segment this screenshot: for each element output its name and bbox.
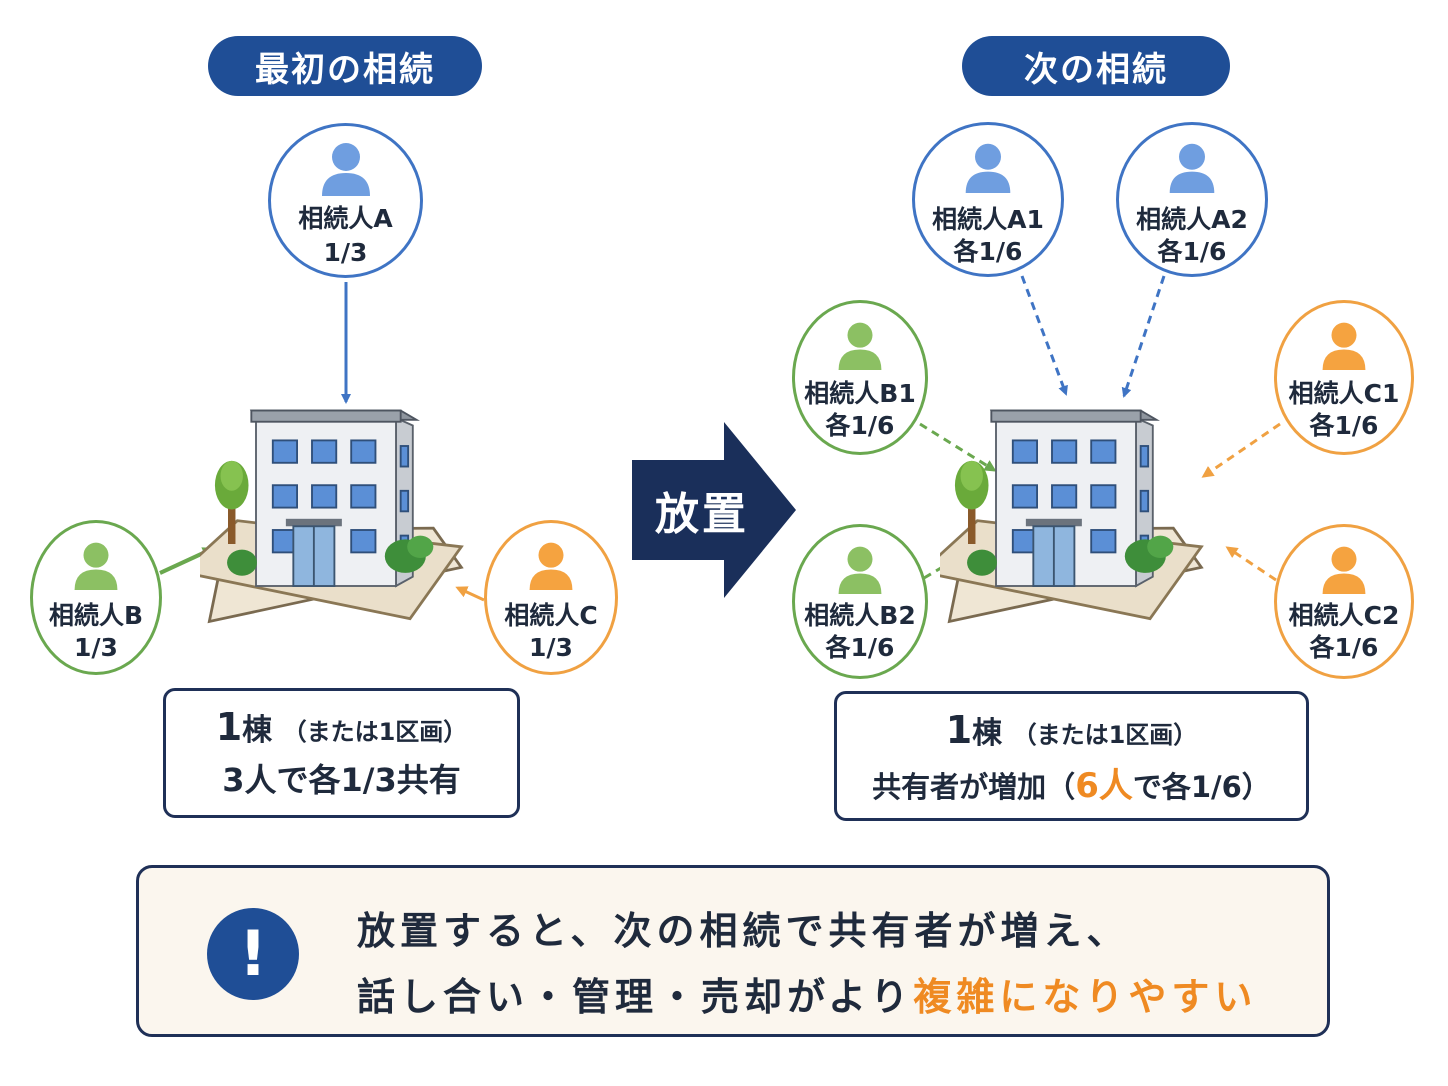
heir-circle-b1: 相続人B1 各1/6 (792, 300, 928, 455)
heir-circle-c1: 相続人C1 各1/6 (1274, 300, 1414, 455)
building-left (200, 409, 463, 623)
person-icon (1322, 546, 1366, 594)
heir-name: 相続人B (48, 601, 144, 630)
heir-name: 相続人C2 (1288, 601, 1400, 630)
person-icon (838, 322, 882, 370)
heir-circle-c: 相続人C 1/3 (484, 520, 618, 675)
heir-circle-a1: 相続人A1 各1/6 (912, 122, 1064, 277)
person-icon (74, 542, 118, 590)
summary-unit: 1棟 （または1区画） (215, 705, 468, 749)
warning-line-2: 話し合い・管理・売却がより複雑になりやすい (357, 975, 1258, 1019)
heir-circle-a2: 相続人A2 各1/6 (1116, 122, 1268, 277)
heir-name: 相続人B1 (804, 379, 916, 408)
heir-name: 相続人A1 (932, 205, 1044, 234)
arrow-c-to-building (455, 586, 485, 602)
heir-name: 相続人C1 (1288, 379, 1400, 408)
transition-label: 放置 (655, 489, 749, 540)
arrow-c2-to-building (1225, 546, 1277, 582)
person-icon (529, 542, 573, 590)
exclamation-icon: ! (207, 908, 299, 1000)
summary-share: 共有者が増加（6人で各1/6） (872, 766, 1271, 806)
warning-panel: ! 放置すると、次の相続で共有者が増え、 話し合い・管理・売却がより複雑になりや… (136, 865, 1330, 1037)
person-icon (1169, 143, 1215, 193)
heir-share: 1/3 (74, 633, 118, 662)
title-first-inheritance: 最初の相続 (208, 36, 482, 96)
warning-line-1: 放置すると、次の相続で共有者が増え、 (357, 909, 1130, 953)
person-icon (838, 546, 882, 594)
building-right (940, 409, 1203, 623)
person-icon (321, 143, 370, 196)
arrow-b1-to-building (919, 422, 997, 472)
heir-circle-b2: 相続人B2 各1/6 (792, 524, 928, 679)
heir-share: 各1/6 (953, 237, 1023, 266)
person-icon (965, 143, 1011, 193)
arrow-a1-to-building (1020, 275, 1068, 396)
summary-share: 3人で各1/3共有 (222, 761, 461, 799)
heir-circle-b: 相続人B 1/3 (30, 520, 162, 675)
summary-box-right: 1棟 （または1区画） 共有者が増加（6人で各1/6） (834, 691, 1309, 821)
summary-box-left: 1棟 （または1区画） 3人で各1/3共有 (163, 688, 520, 818)
person-icon (1322, 322, 1366, 370)
heir-share: 各1/6 (1309, 633, 1379, 662)
heir-share: 1/3 (529, 633, 573, 662)
heir-share: 各1/6 (825, 633, 895, 662)
transition-arrow (632, 422, 796, 598)
heir-name: 相続人A (298, 204, 393, 233)
summary-unit: 1棟 （または1区画） (945, 708, 1198, 752)
heir-name: 相続人A2 (1136, 205, 1248, 234)
arrow-a2-to-building (1121, 275, 1166, 398)
arrow-c1-to-building (1201, 422, 1281, 478)
heir-name: 相続人C (504, 601, 598, 630)
heir-circle-a: 相続人A 1/3 (268, 123, 423, 278)
heir-share: 各1/6 (1309, 411, 1379, 440)
heir-share: 各1/6 (1157, 237, 1227, 266)
heir-share: 1/3 (323, 238, 368, 267)
heir-circle-c2: 相続人C2 各1/6 (1274, 524, 1414, 679)
heir-name: 相続人B2 (804, 601, 916, 630)
title-next-inheritance: 次の相続 (962, 36, 1230, 96)
heir-share: 各1/6 (825, 411, 895, 440)
